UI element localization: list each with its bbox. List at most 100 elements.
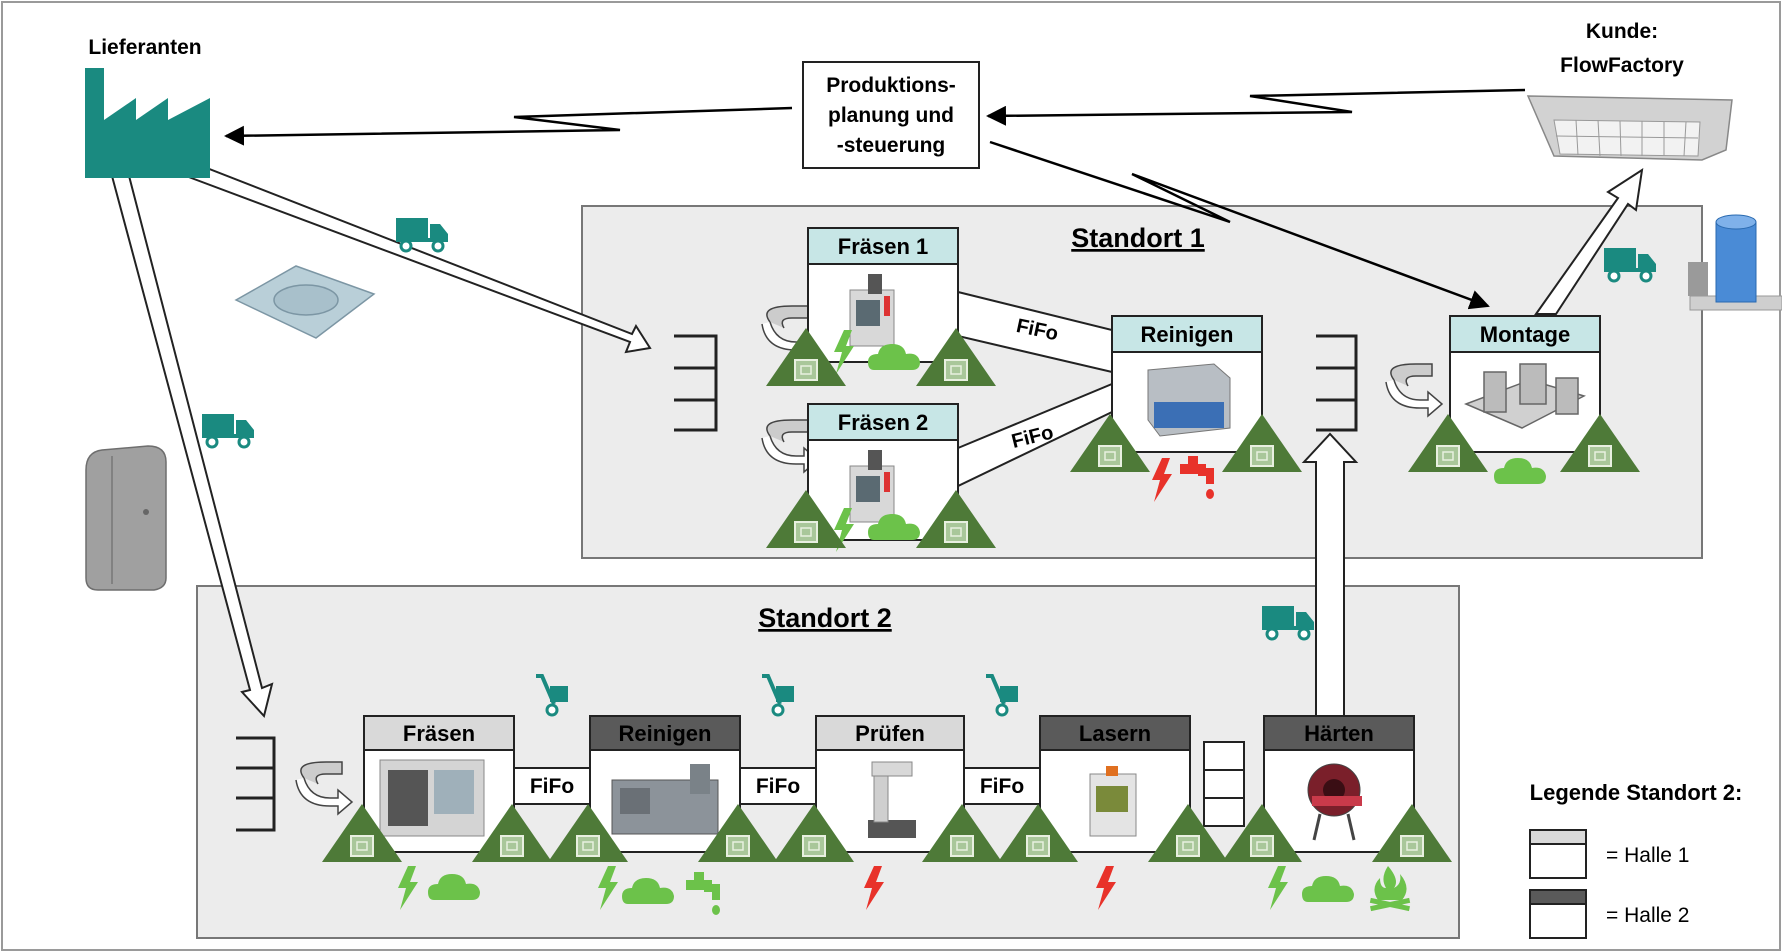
station-title: Reinigen	[1141, 322, 1234, 347]
ppc-box	[802, 61, 980, 169]
sensor-triangles	[322, 328, 1640, 862]
flow-arrow-supplier-site1	[168, 154, 652, 354]
sensor-triangle-icon	[472, 804, 552, 862]
cloud-icon	[868, 514, 920, 540]
info-line-ppc-supplier	[224, 106, 793, 146]
customer-label-line2: FlowFactory	[1560, 54, 1684, 77]
flow-arrow-site2-site1	[1301, 432, 1359, 721]
station-montage: Montage	[1449, 315, 1601, 453]
queue-buffer-icon	[1316, 334, 1358, 432]
sensor-triangle-icon	[1408, 414, 1488, 472]
station-title: Montage	[1480, 322, 1570, 347]
cloud-icon	[622, 878, 674, 904]
station-lasern: Lasern	[1039, 715, 1191, 853]
sensor-triangle-icon	[1222, 804, 1302, 862]
washing-machine-image	[611, 764, 719, 835]
truck-icon	[202, 414, 254, 449]
station-title: Prüfen	[855, 721, 925, 746]
factory-icon	[85, 68, 210, 178]
laser-machine-image	[1089, 766, 1137, 837]
sensor-triangle-icon	[1148, 804, 1228, 862]
legend-title: Legende Standort 2:	[1530, 780, 1743, 805]
station-reinigen-site2: Reinigen	[589, 715, 741, 853]
queue-buffer-icon	[674, 334, 718, 432]
ppc-line1: Produktions-	[826, 74, 956, 97]
station-title: Reinigen	[619, 721, 712, 746]
station-fraesen2: Fräsen 2	[807, 403, 959, 541]
building-icon	[1526, 95, 1733, 161]
sensor-triangle-icon	[1070, 414, 1150, 472]
hand-truck-icon	[536, 674, 568, 717]
ppc-line3: -steuerung	[837, 134, 946, 157]
measuring-machine-image	[868, 761, 916, 838]
flow-arrow-site1-customer	[1534, 167, 1644, 315]
sensor-triangle-icon	[922, 804, 1002, 862]
station-title: Härten	[1304, 721, 1374, 746]
sensor-triangle-icon	[774, 804, 854, 862]
water-tap-icon	[1180, 456, 1214, 499]
sensor-triangle-icon	[766, 328, 846, 386]
cloud-icon	[868, 344, 920, 370]
lightning-icon	[864, 866, 884, 910]
truck-icon	[1262, 606, 1314, 641]
fifo-label: FiFo	[756, 775, 800, 798]
ppc-line2: planung und	[828, 104, 954, 127]
supplier-label: Lieferanten	[88, 36, 201, 59]
cnc-machine-image	[849, 274, 895, 347]
station-pruefen: Prüfen	[815, 715, 965, 853]
lightning-icon	[1268, 866, 1288, 910]
legend-halle2-swatch	[1529, 889, 1587, 939]
truck-icon	[1604, 248, 1656, 283]
sensor-triangle-icon	[916, 490, 996, 548]
sensor-triangle-icon	[1560, 414, 1640, 472]
information-flow	[224, 88, 1526, 310]
assembly-line-image	[1463, 363, 1587, 429]
lightning-icon	[598, 866, 618, 910]
flow-arrow-supplier-site2	[110, 170, 274, 719]
station-haerten: Härten	[1263, 715, 1415, 853]
lightning-icon	[834, 330, 854, 374]
fifo-connector: FiFo	[739, 767, 817, 805]
plate-part-icon	[234, 265, 376, 339]
ultrasonic-cleaner-image	[1147, 363, 1231, 437]
sensor-triangle-icon	[998, 804, 1078, 862]
fifo-connector: FiFo	[963, 767, 1041, 805]
rotation-loop-icon	[295, 761, 354, 816]
cloud-icon	[1494, 458, 1546, 484]
fifo-label: FiFo	[980, 775, 1024, 798]
buffer-stack-icon	[1203, 741, 1245, 827]
fifo-connector: FiFo	[957, 290, 1113, 374]
legend-halle1-label: = Halle 1	[1606, 844, 1689, 867]
station-reinigen-site1: Reinigen	[1111, 315, 1263, 453]
product-cylinder-icon	[1688, 214, 1782, 311]
cloud-icon	[1302, 876, 1354, 902]
legend-halle1-swatch	[1529, 829, 1587, 879]
sensor-triangle-icon	[766, 490, 846, 548]
sensor-triangle-icon	[1222, 414, 1302, 472]
water-tap-icon	[686, 872, 720, 915]
sensor-triangle-icon	[322, 804, 402, 862]
fire-icon	[1369, 866, 1411, 912]
station-fraesen-site2: Fräsen	[363, 715, 515, 853]
sensor-triangle-icon	[1372, 804, 1452, 862]
fifo-connector: FiFo	[513, 767, 591, 805]
housing-part-icon	[85, 445, 167, 591]
material-flow-arrows	[110, 154, 1644, 721]
rotation-loop-icon	[1385, 363, 1444, 418]
sensor-triangle-icon	[548, 804, 628, 862]
sensor-triangle-icon	[698, 804, 778, 862]
sensor-triangle-icon	[916, 328, 996, 386]
site1-title: Standort 1	[1071, 223, 1205, 253]
hardening-furnace-image	[1307, 763, 1362, 841]
station-title: Fräsen 2	[838, 410, 929, 435]
site2-title: Standort 2	[758, 603, 892, 633]
legend-halle2-label: = Halle 2	[1606, 904, 1689, 927]
hand-truck-icon	[986, 674, 1018, 717]
customer-label-line1: Kunde:	[1586, 20, 1658, 43]
cnc-machine-image	[849, 450, 895, 523]
lightning-icon	[1096, 866, 1116, 910]
info-line-ppc-montage	[989, 140, 1490, 310]
station-title: Fräsen 1	[838, 234, 929, 259]
lightning-icon	[398, 866, 418, 910]
